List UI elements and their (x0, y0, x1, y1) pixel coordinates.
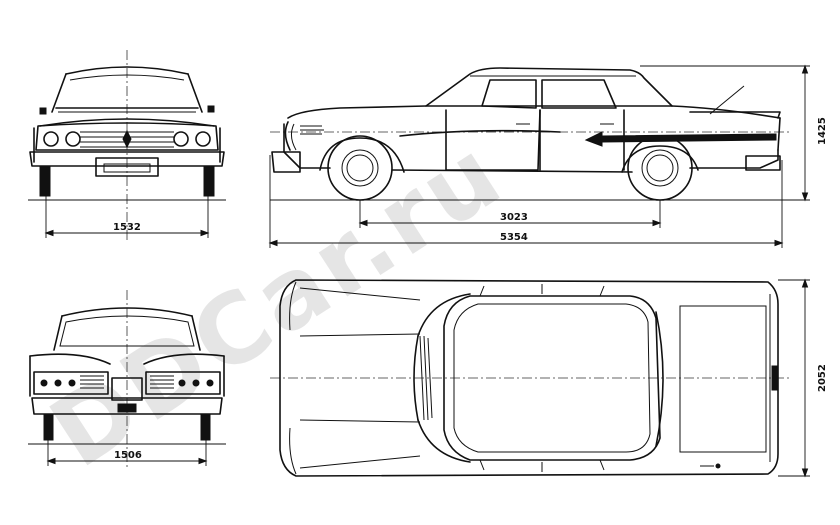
top-view: 2052 (270, 278, 828, 478)
rear-track-label: 1506 (114, 450, 142, 461)
overall-length-label: 5354 (500, 232, 528, 243)
wheelbase-label: 3023 (500, 212, 528, 223)
front-track-label: 1532 (113, 222, 141, 233)
front-view: 1532 (28, 50, 226, 240)
rear-view: 1506 (28, 290, 226, 470)
side-view: 3023 5354 1425 (268, 64, 828, 248)
overall-height-label: 1425 (817, 117, 828, 145)
overall-width-label: 2052 (817, 364, 828, 392)
